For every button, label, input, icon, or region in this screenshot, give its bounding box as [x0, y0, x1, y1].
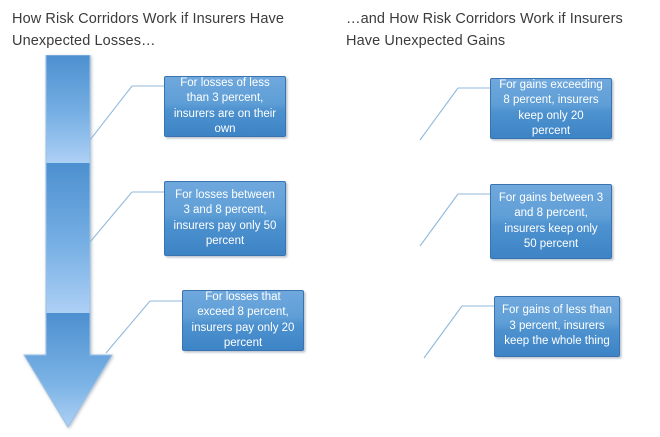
- callout-gains-exceed-8[interactable]: For gains exceeding 8 percent, insurers …: [490, 78, 612, 139]
- callout-gains-under-3[interactable]: For gains of less than 3 percent, insure…: [494, 296, 620, 357]
- panel-title-gains: …and How Risk Corridors Work if Insurers…: [346, 11, 623, 49]
- panel-unexpected-losses: How Risk Corridors Work if Insurers Have…: [12, 11, 304, 433]
- connector-gains-2: [419, 193, 492, 247]
- down-arrow-graphic: [23, 55, 113, 428]
- callout-losses-3-to-8[interactable]: For losses between 3 and 8 percent, insu…: [164, 181, 286, 256]
- connector-losses-2: [89, 191, 166, 243]
- connector-gains-1: [419, 87, 492, 141]
- connector-losses-1: [89, 85, 166, 141]
- panel-title-losses: How Risk Corridors Work if Insurers Have…: [12, 11, 285, 49]
- down-arrow-outline: [23, 55, 113, 428]
- down-arrow: [20, 55, 132, 433]
- callout-gains-3-to-8[interactable]: For gains between 3 and 8 percent, insur…: [490, 184, 612, 259]
- callout-losses-under-3[interactable]: For losses of less than 3 percent, insur…: [164, 76, 286, 137]
- connector-gains-3: [423, 305, 496, 359]
- panel-unexpected-gains: …and How Risk Corridors Work if Insurers…: [330, 0, 660, 437]
- connector-losses-3: [105, 300, 184, 354]
- callout-losses-exceed-8[interactable]: For losses that exceed 8 percent, insure…: [182, 290, 304, 351]
